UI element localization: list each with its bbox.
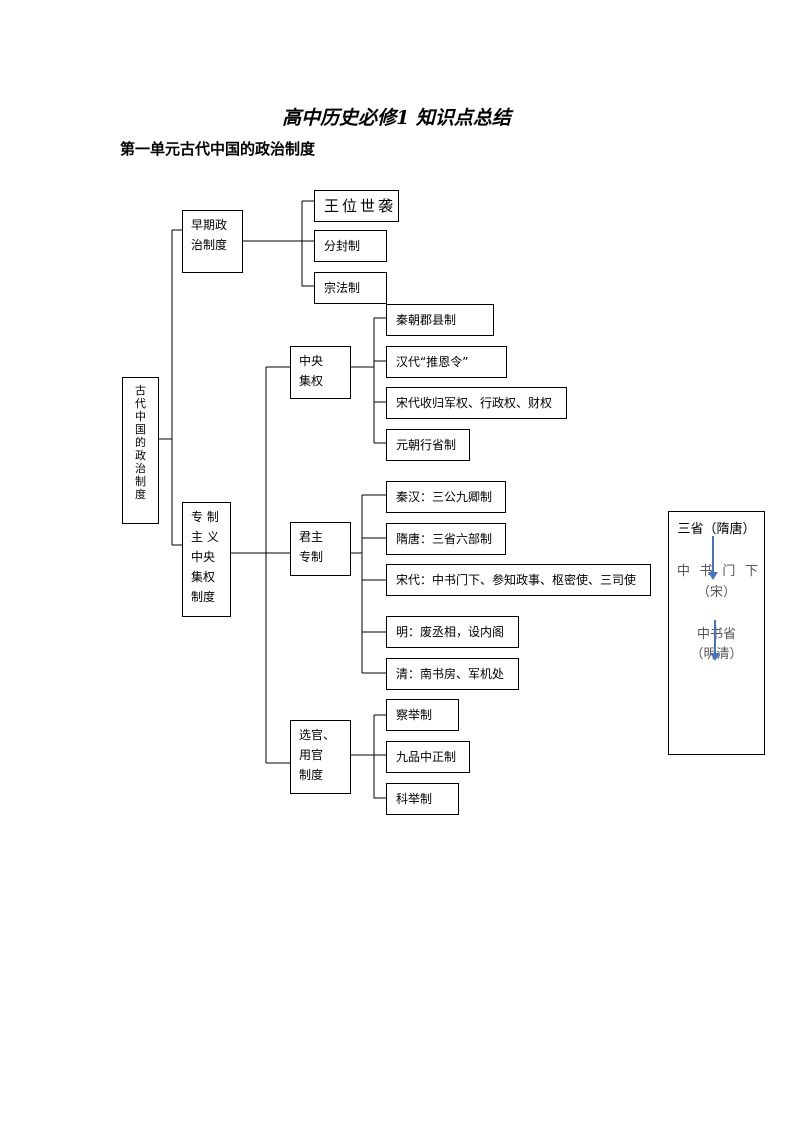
item-hereditary-throne: 王位世袭 <box>314 190 399 222</box>
box-line: 用官 <box>299 748 324 762</box>
box-line: 中央 <box>299 354 324 368</box>
zhong-char: 中 <box>677 564 691 579</box>
item-qin-han: 秦汉：三公九卿制 <box>386 481 506 513</box>
box-line: 制度 <box>191 590 216 604</box>
box-line: 早期政 <box>191 218 228 232</box>
box-line: 集权 <box>191 570 216 584</box>
root-char: 制 <box>135 475 146 488</box>
early-political-system-box: 早期政 治制度 <box>182 210 243 273</box>
root-char: 国 <box>135 423 146 436</box>
arrows-overlay <box>708 536 720 661</box>
item-enfeoffment: 分封制 <box>314 230 387 262</box>
monarchical-autocracy-box: 君主 专制 <box>290 522 351 576</box>
box-line: 中央 <box>191 550 216 564</box>
arrowhead-icon <box>708 572 718 580</box>
root-char: 度 <box>135 488 146 501</box>
item-qing: 清：南书房、军机处 <box>386 658 519 690</box>
zhong-char: 下 <box>744 564 758 579</box>
box-line: 君主 <box>299 530 324 544</box>
item-keju: 科举制 <box>386 783 459 815</box>
zhong-char: 书 <box>699 564 713 579</box>
box-line: 专制 <box>299 550 324 564</box>
box-line: 主 义 <box>191 530 219 544</box>
box-line: 集权 <box>299 374 324 388</box>
root-char: 代 <box>135 397 146 410</box>
item-chaju: 察举制 <box>386 699 459 731</box>
item-patriarchal-clan: 宗法制 <box>314 272 387 304</box>
official-selection-box: 选官、 用官 制度 <box>290 720 351 794</box>
three-departments-label: 三省（隋唐） <box>677 522 756 537</box>
item-yuan-province: 元朝行省制 <box>386 429 470 461</box>
page-title: 高中历史必修1 知识点总结 <box>282 107 511 129</box>
box-line: 治制度 <box>191 238 228 252</box>
box-line: 制度 <box>299 768 324 782</box>
unit-title: 第一单元古代中国的政治制度 <box>120 140 316 158</box>
zhong-char: 门 <box>722 564 736 579</box>
root-char: 治 <box>135 462 146 475</box>
item-qin-commandery: 秦朝郡县制 <box>386 304 494 336</box>
root-char: 古 <box>135 384 146 397</box>
zhongshu-label: 中书省 <box>696 627 736 642</box>
central-centralization-box: 中央 集权 <box>290 346 351 399</box>
root-char: 中 <box>135 410 146 423</box>
item-sui-tang: 隋唐：三省六部制 <box>386 523 506 555</box>
zhongshu-menxia-row: 中 书 门 下 <box>677 560 758 579</box>
item-han-tuienling: 汉代“推恩令” <box>386 346 507 378</box>
item-song-powers: 宋代收归军权、行政权、财权 <box>386 387 567 419</box>
root-char: 政 <box>135 449 146 462</box>
arrowhead-icon <box>710 653 720 661</box>
song-label: （宋） <box>696 585 736 600</box>
three-departments-box: 三省（隋唐） 中 书 门 下 （宋） 中书省 （明清） <box>668 511 765 755</box>
item-jiupin: 九品中正制 <box>386 741 470 773</box>
root-char: 的 <box>135 436 146 449</box>
autocracy-system-box: 专 制 主 义 中央 集权 制度 <box>182 502 231 617</box>
box-line: 选官、 <box>299 728 336 742</box>
box-line: 专 制 <box>191 510 219 524</box>
root-box-ancient-political-system: 古 代 中 国 的 政 治 制 度 <box>122 377 159 524</box>
item-ming: 明：废丞相，设内阁 <box>386 616 519 648</box>
item-song-dynasty: 宋代：中书门下、参知政事、枢密使、三司使 <box>386 564 651 596</box>
